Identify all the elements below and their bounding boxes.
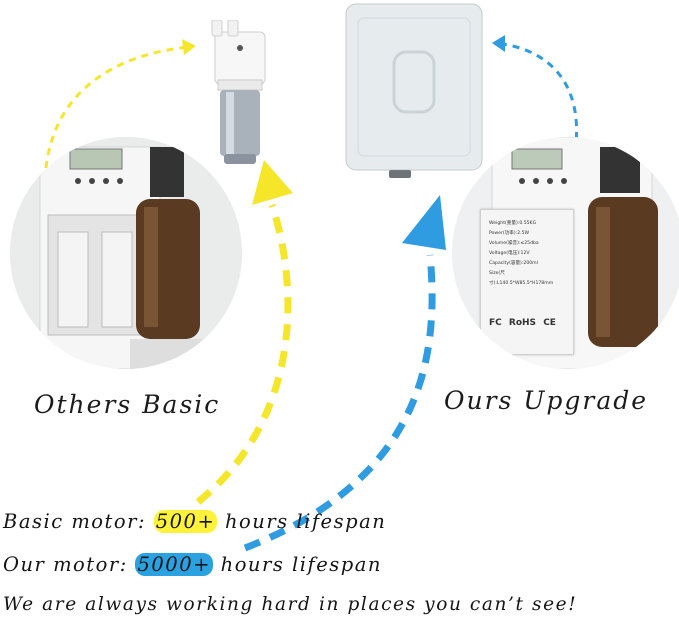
basic-motor-hours-highlight: 500+ — [153, 510, 218, 533]
basic-diffuser-photo — [10, 137, 242, 369]
basic-motor-line: Basic motor: 500+ hours lifespan — [3, 510, 386, 533]
ours-upgrade-caption: Ours Upgrade — [444, 386, 649, 415]
our-motor-prefix: Our motor: — [3, 553, 136, 576]
slogan-text: We are always working hard in places you… — [3, 594, 578, 615]
our-motor-line: Our motor: 5000+ hours lifespan — [3, 553, 382, 576]
yellow-arrow-to-pump — [44, 45, 189, 169]
spec-row: Voltage(电压):12V — [489, 251, 530, 256]
blue-arrow-from-text — [243, 254, 436, 552]
blue-arrowhead-small — [492, 35, 505, 52]
basic-motor-suffix: hours lifespan — [217, 510, 387, 533]
spec-row: Size(尺寸):L140.5*W85.5*H178mm — [489, 271, 554, 286]
basic-pump-image — [211, 20, 266, 164]
basic-motor-prefix: Basic motor: — [3, 510, 154, 533]
blue-arrowhead-big — [402, 195, 446, 250]
others-basic-caption: Others Basic — [34, 390, 221, 419]
yellow-arrowhead-big — [252, 160, 293, 205]
fcc-mark: FC — [489, 318, 502, 328]
spec-row: Weight(重量):0.55KG — [489, 221, 537, 226]
basic-diffuser-illustration — [10, 137, 242, 369]
upgrade-motor-box-image — [345, 3, 483, 178]
blue-arrow-to-box — [501, 42, 578, 153]
spec-label-card: Weight(重量):0.55KG Power(功率):2.5W Volume(… — [480, 209, 574, 355]
yellow-arrowhead-small — [182, 39, 196, 55]
spec-row: Power(功率):2.5W — [489, 231, 530, 236]
spec-row: Volume(噪音):≤25dba — [489, 241, 539, 246]
yellow-arrow-from-text — [195, 203, 292, 505]
our-motor-suffix: hours lifespan — [212, 553, 382, 576]
upgrade-diffuser-photo: Weight(重量):0.55KG Power(功率):2.5W Volume(… — [452, 137, 679, 369]
our-motor-hours-highlight: 5000+ — [135, 553, 213, 576]
ce-mark: CE — [543, 318, 556, 328]
rohs-mark: RoHS — [508, 318, 537, 328]
spec-row: Capacity(容量):200ml — [489, 261, 538, 266]
